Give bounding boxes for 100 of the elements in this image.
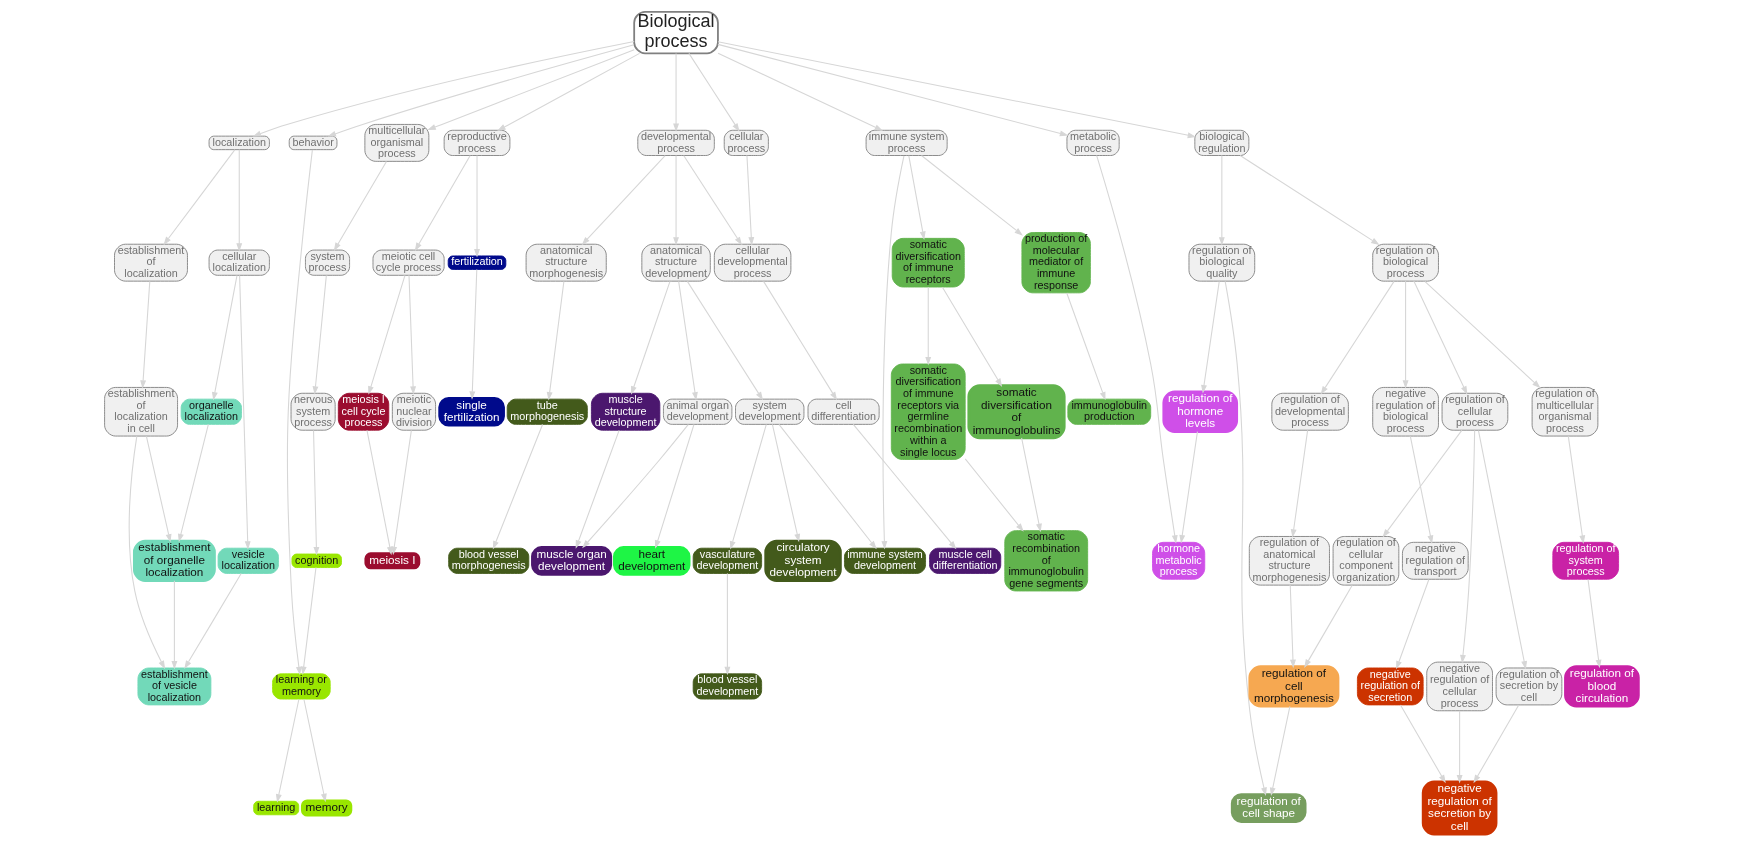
node-box: regulation of biological quality: [1188, 243, 1255, 282]
node-box: establishment of localization: [113, 243, 188, 282]
node-box: learning or memory: [271, 673, 331, 700]
node-box: animal organ development: [662, 398, 732, 425]
arrow: [390, 429, 412, 556]
arrow: [1095, 155, 1178, 544]
node-box: memory: [300, 799, 352, 817]
node-box: cell differentiation: [807, 398, 880, 425]
node-box: multicellular organismal process: [363, 124, 429, 162]
arrow: [1303, 584, 1353, 668]
arrow: [1320, 280, 1395, 395]
node-box: circulatory system development: [763, 539, 842, 582]
node-box: immunoglobulin production: [1066, 398, 1151, 425]
arrow: [1477, 430, 1527, 670]
node-box: regulation of cellular process: [1441, 392, 1508, 431]
arrow: [1178, 431, 1198, 544]
node-box: nervous system process: [290, 392, 336, 431]
arrow: [367, 274, 405, 395]
node-box: regulation of cell morphogenesis: [1247, 665, 1339, 708]
arrow: [312, 274, 327, 395]
node-box: regulation of system process: [1551, 541, 1619, 580]
arrow: [1200, 280, 1220, 394]
arrow: [238, 275, 251, 550]
arrow: [1395, 578, 1429, 670]
arrow: [723, 573, 730, 676]
node-box: reproductive process: [443, 129, 510, 156]
arrow: [672, 155, 679, 246]
arrow: [1456, 710, 1463, 784]
node-box: blood vessel development: [692, 673, 762, 700]
arrow: [717, 52, 883, 131]
node-box: meiosis I cell cycle process: [337, 392, 389, 431]
arrow: [729, 423, 767, 550]
arrow: [211, 274, 238, 401]
node-box: vesicle localization: [217, 547, 279, 574]
arrow: [496, 52, 640, 132]
arrow: [1382, 429, 1462, 538]
node-box: anatomical structure development: [640, 243, 711, 282]
arrow: [880, 155, 904, 550]
arrow: [1587, 578, 1601, 669]
arrow: [302, 698, 327, 803]
node-box: negative regulation of biological process: [1371, 386, 1439, 437]
arrow: [170, 580, 177, 670]
node-box: hormone metabolic process: [1151, 541, 1205, 580]
node-box: cellular process: [723, 129, 769, 156]
node-box: muscle organ development: [530, 545, 612, 576]
node-box: regulation of multicellular organismal process: [1531, 386, 1598, 437]
node-box: blood vessel morphogenesis: [447, 547, 529, 574]
node-box: localization: [208, 135, 270, 151]
node-box: developmental process: [636, 129, 715, 156]
node-box: somatic diversification of immune receptors: [891, 237, 965, 288]
arrow: [327, 44, 635, 137]
arrow: [312, 429, 319, 556]
node-box: single fertilization: [437, 396, 505, 427]
node-box: muscle structure development: [590, 392, 660, 431]
node-box: negative regulation of secretion: [1356, 667, 1424, 706]
arrow: [1065, 292, 1105, 401]
node-box: regulation of secretion by cell: [1495, 667, 1562, 706]
arrow: [426, 49, 635, 131]
arrow: [145, 435, 171, 543]
arrow: [235, 149, 242, 252]
arrow: [716, 41, 1196, 139]
arrow: [1412, 280, 1467, 395]
arrow: [777, 423, 877, 550]
arrow: [473, 155, 480, 258]
node-box: regulation of developmental process: [1270, 392, 1349, 431]
node-box: somatic diversification of immune receptors via germline recombination within a single locus: [890, 363, 966, 460]
arrow: [1567, 435, 1585, 544]
node-box: cellular localization: [208, 249, 270, 276]
arrow: [1289, 584, 1296, 669]
node-box: production of molecular mediator of immune response: [1020, 232, 1091, 294]
node-box: tube morphogenesis: [506, 398, 588, 425]
node-box: meiosis I: [363, 552, 420, 570]
node-box: immune system process: [865, 129, 948, 156]
arrow: [468, 269, 477, 400]
arrow: [252, 40, 635, 137]
node-box: negative regulation of secretion by cell: [1421, 780, 1497, 836]
node-box: regulation of cellular component organization: [1332, 536, 1399, 586]
arrow: [177, 423, 209, 543]
node-box: learning: [252, 800, 299, 816]
node-box: somatic recombination of immunoglobulin gene segments: [1003, 530, 1088, 592]
arrow: [677, 280, 698, 401]
arrow: [907, 155, 926, 240]
node-box: cellular developmental process: [713, 243, 791, 282]
arrow: [128, 435, 165, 670]
node-box: regulation of hormone levels: [1161, 390, 1238, 433]
arrow: [924, 286, 931, 366]
arrow: [492, 423, 543, 550]
node-box: organelle localization: [180, 398, 242, 425]
node-box: system development: [734, 398, 804, 425]
node-box: immune system development: [843, 547, 926, 574]
arrow: [771, 423, 800, 543]
arrow: [183, 573, 242, 669]
arrow: [546, 280, 564, 401]
arrow: [1290, 429, 1308, 538]
node-box: establishment of organelle localization: [132, 539, 216, 582]
arrow: [1472, 704, 1519, 784]
arrow: [581, 155, 666, 246]
node-box: establishment of vesicle localization: [137, 667, 211, 706]
arrow: [139, 280, 150, 389]
arrow: [333, 160, 387, 252]
